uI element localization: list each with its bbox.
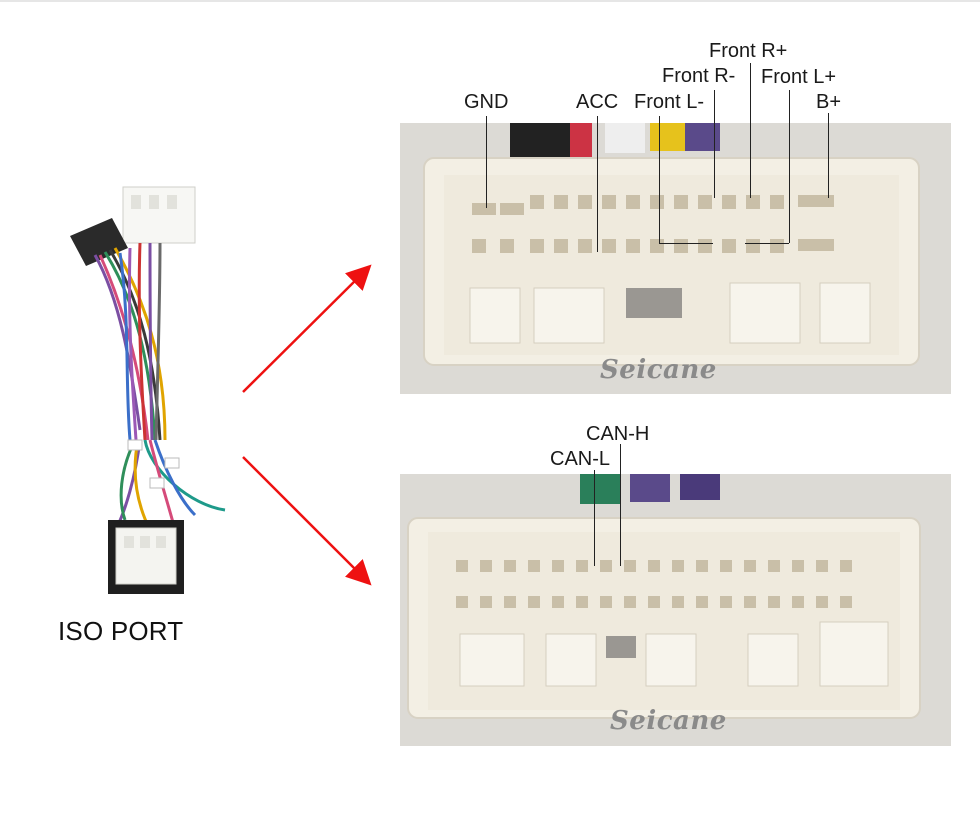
- b-plus-leader: [828, 113, 829, 198]
- can-l-leader: [594, 470, 595, 566]
- front-l-plus-leader-v: [789, 90, 790, 243]
- seicane-watermark-bottom: Seicane: [610, 706, 727, 736]
- front-l-minus-label: Front L-: [634, 91, 705, 113]
- top-divider: [0, 0, 980, 2]
- acc-leader: [597, 116, 598, 252]
- front-l-minus-leader-v: [659, 116, 660, 243]
- front-l-plus-leader-h: [745, 243, 789, 244]
- seicane-watermark-top: Seicane: [600, 355, 717, 385]
- front-r-plus-leader: [750, 63, 751, 198]
- front-l-plus-label: Front L+: [761, 66, 837, 88]
- gnd-leader: [486, 116, 487, 208]
- iso-port-label: ISO PORT: [58, 616, 184, 646]
- can-h-leader: [620, 444, 621, 566]
- front-r-plus-label: Front R+: [709, 40, 788, 62]
- bottom-connector-photo: Seicane: [400, 474, 951, 746]
- arrow-up-right: [242, 264, 372, 393]
- acc-label: ACC: [576, 91, 619, 113]
- gnd-label: GND: [464, 91, 509, 113]
- arrow-down-right: [242, 456, 372, 586]
- can-h-label: CAN-H: [586, 423, 650, 445]
- front-r-minus-leader: [714, 90, 715, 198]
- top-connector-photo: Seicane: [400, 123, 951, 394]
- front-r-minus-label: Front R-: [662, 65, 736, 87]
- b-plus-label: B+: [816, 91, 842, 113]
- can-l-label: CAN-L: [550, 448, 611, 470]
- front-l-minus-leader-h: [659, 243, 713, 244]
